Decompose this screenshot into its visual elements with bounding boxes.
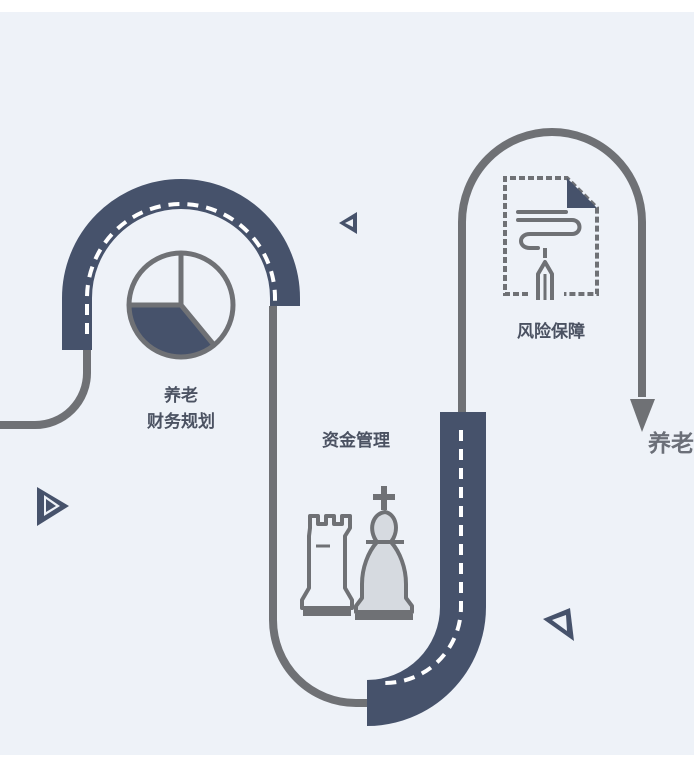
document-pen-icon	[503, 176, 599, 300]
step-1-label-line2: 财务规划	[147, 412, 215, 432]
step-1-label: 养老 财务规划	[121, 383, 241, 435]
step-2-label: 资金管理	[322, 431, 390, 451]
connector-left	[0, 342, 91, 429]
step-1-label-line1: 养老	[164, 386, 198, 406]
road-arch	[62, 179, 300, 350]
triangle-marker-icon	[37, 487, 69, 526]
connector-right	[458, 128, 646, 417]
triangle-marker-icon	[339, 212, 357, 234]
arrow-down-icon	[630, 399, 655, 432]
goal-label: 养老	[648, 431, 694, 457]
road-lower-dashes	[384, 430, 463, 685]
road-arch-dashes	[85, 202, 277, 334]
roadmap-graphic	[0, 128, 655, 726]
road-lower	[366, 412, 486, 726]
step-3-label: 风险保障	[517, 322, 585, 342]
connector-middle	[269, 306, 375, 707]
triangle-marker-icon	[543, 608, 574, 641]
retirement-roadmap-diagram: 养老 财务规划 资金管理 风险保障 养老	[0, 12, 694, 755]
pie-chart-icon	[126, 250, 236, 360]
chess-pieces-icon	[300, 486, 414, 620]
